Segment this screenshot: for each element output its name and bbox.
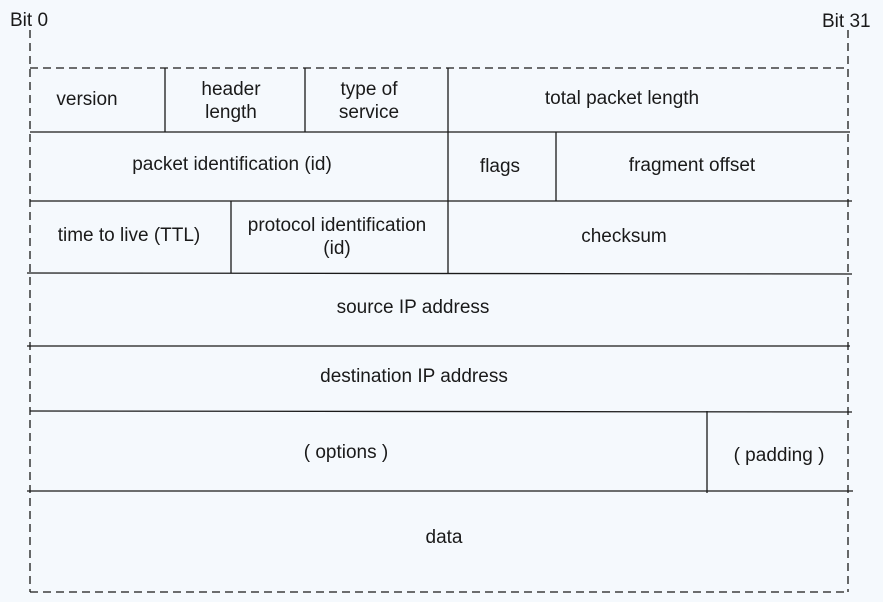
protocol-identification-field: protocol identification (id) <box>231 214 443 260</box>
type-of-service-field: type of service <box>305 78 433 124</box>
checksum-field: checksum <box>581 226 667 247</box>
padding-field: ( padding ) <box>733 445 825 466</box>
flags-field: flags <box>479 156 521 177</box>
type-of-service-line-1: type of <box>340 79 398 100</box>
source-ip-field: source IP address <box>336 297 490 318</box>
row-separator-3 <box>26 272 853 275</box>
protocol-identification-line-2: (id) <box>323 238 351 259</box>
bit-31-label: Bit 31 <box>822 11 871 32</box>
time-to-live-field: time to live (TTL) <box>57 225 201 246</box>
data-field: data <box>425 527 463 548</box>
destination-ip-field: destination IP address <box>320 366 508 387</box>
type-of-service-line-2: service <box>338 102 400 123</box>
packet-identification-field: packet identification (id) <box>132 154 332 175</box>
header-length-field: header length <box>165 78 297 124</box>
fragment-offset-field: fragment offset <box>628 155 756 176</box>
header-length-line-1: header <box>201 79 261 100</box>
total-packet-length-field: total packet length <box>544 88 700 109</box>
header-length-line-2: length <box>205 102 257 123</box>
version-field: version <box>56 89 118 110</box>
options-field: ( options ) <box>303 442 389 463</box>
protocol-identification-line-1: protocol identification <box>247 215 427 236</box>
row-separator-5 <box>29 410 853 413</box>
bit-0-label: Bit 0 <box>10 10 49 31</box>
